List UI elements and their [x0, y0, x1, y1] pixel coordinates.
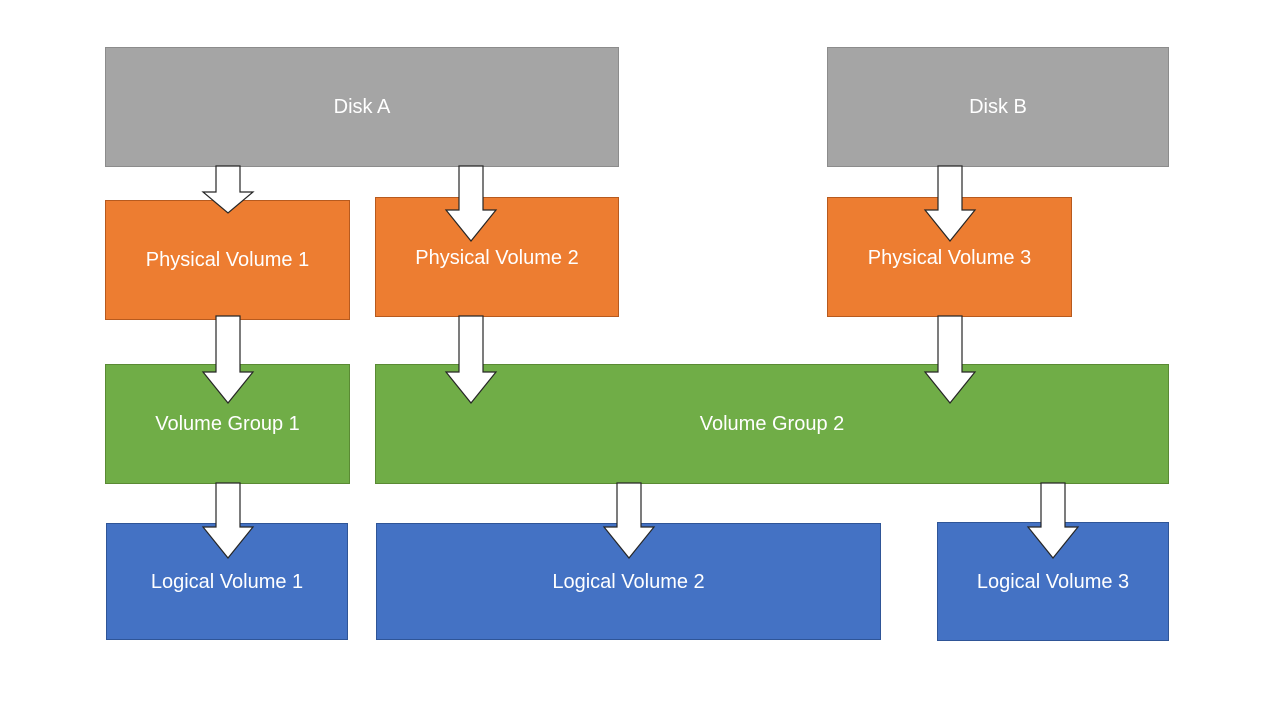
arrow-disk-b-to-pv-3 — [923, 165, 977, 242]
volume-group-1-box: Volume Group 1 — [105, 364, 350, 484]
physical-volume-1-label: Physical Volume 1 — [145, 249, 310, 271]
physical-volume-1-box: Physical Volume 1 — [105, 200, 350, 320]
physical-volume-2-label: Physical Volume 2 — [415, 247, 579, 269]
disk-a-label: Disk A — [333, 96, 391, 118]
logical-volume-1-label: Logical Volume 1 — [150, 570, 304, 593]
disk-b-label: Disk B — [969, 96, 1027, 118]
arrow-disk-a-to-pv-1 — [201, 165, 255, 214]
arrow-disk-a-to-pv-2 — [444, 165, 498, 242]
disk-a-box: Disk A — [105, 47, 619, 167]
disk-b-box: Disk B — [827, 47, 1169, 167]
volume-group-1-label: Volume Group 1 — [155, 413, 300, 435]
arrow-pv-2-to-vg-2 — [444, 315, 498, 404]
arrow-vg-2-to-lv-3 — [1026, 482, 1080, 559]
volume-group-2-box: Volume Group 2 — [375, 364, 1169, 484]
arrow-vg-2-to-lv-2 — [602, 482, 656, 559]
logical-volume-3-label: Logical Volume 3 — [976, 570, 1130, 593]
arrow-pv-3-to-vg-2 — [923, 315, 977, 404]
physical-volume-2-box: Physical Volume 2 — [375, 197, 619, 317]
arrow-pv-1-to-vg-1 — [201, 315, 255, 404]
logical-volume-2-label: Logical Volume 2 — [552, 570, 705, 593]
physical-volume-3-label: Physical Volume 3 — [867, 247, 1032, 269]
volume-group-2-label: Volume Group 2 — [699, 413, 845, 435]
logical-volume-1-box: Logical Volume 1 — [106, 523, 348, 640]
arrow-vg-1-to-lv-1 — [201, 482, 255, 559]
